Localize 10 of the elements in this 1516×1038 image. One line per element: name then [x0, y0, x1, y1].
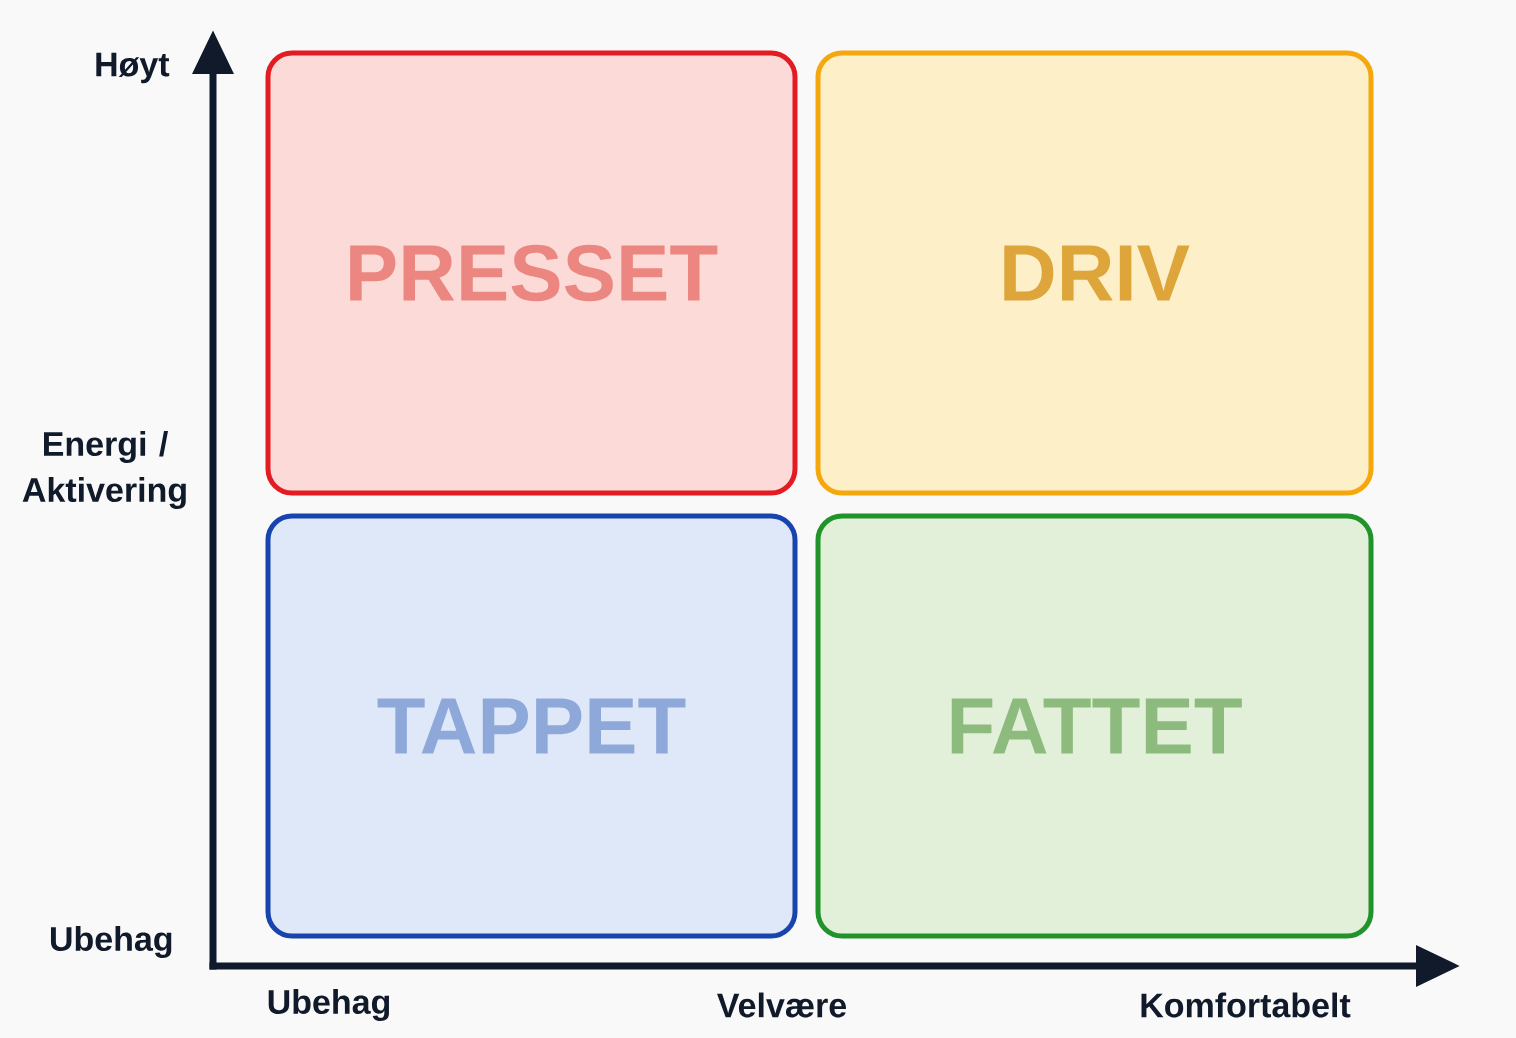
axis-label: Høyt	[96, 52, 170, 84]
axis-label: Energi / Aktivering	[22, 431, 186, 509]
quadrant-box: TAPPET	[265, 513, 798, 939]
axis-label: Komfortabelt	[1141, 992, 1351, 1018]
quadrant-box: PRESSET	[265, 50, 798, 496]
quadrant-box: FATTET	[815, 513, 1374, 939]
axis-label: Ubehag	[50, 926, 172, 958]
axis-label: Ubehag	[268, 989, 390, 1021]
quadrant-box: DRIV	[815, 50, 1374, 496]
axis-label: Velvære	[717, 992, 847, 1018]
